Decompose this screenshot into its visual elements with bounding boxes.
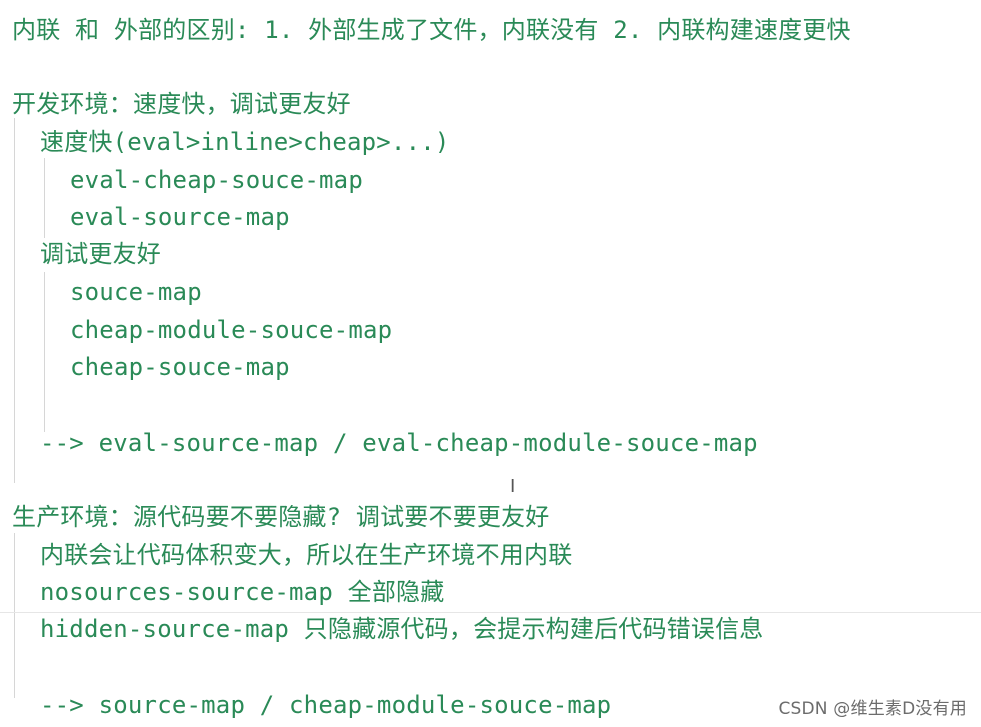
code-line: 速度快(eval>inline>cheap>...) <box>40 128 450 156</box>
code-line: --> source-map / cheap-module-souce-map <box>40 691 612 719</box>
code-line: 生产环境：源代码要不要隐藏? 调试要不要更友好 <box>12 503 550 531</box>
code-line: cheap-souce-map <box>70 353 290 381</box>
indent-guide <box>44 158 45 238</box>
code-line: 调试更友好 <box>40 240 161 268</box>
indent-guide <box>14 118 15 483</box>
text-cursor-icon: I <box>510 476 516 497</box>
indent-guide <box>14 533 15 698</box>
code-line: 开发环境：速度快，调试更友好 <box>12 90 351 118</box>
code-line: eval-source-map <box>70 203 290 231</box>
code-line: 内联 和 外部的区别: 1. 外部生成了文件，内联没有 2. 内联构建速度更快 <box>12 16 851 44</box>
indent-guide <box>44 272 45 432</box>
code-line: 内联会让代码体积变大，所以在生产环境不用内联 <box>40 541 573 569</box>
watermark: CSDN @维生素D没有用 <box>778 699 967 719</box>
code-line: souce-map <box>70 278 202 306</box>
code-line: cheap-module-souce-map <box>70 316 393 344</box>
line-separator <box>0 612 981 613</box>
code-line: --> eval-source-map / eval-cheap-module-… <box>40 429 758 457</box>
code-line: hidden-source-map 只隐藏源代码，会提示构建后代码错误信息 <box>40 615 764 643</box>
code-line: eval-cheap-souce-map <box>70 166 363 194</box>
code-line: nosources-source-map 全部隐藏 <box>40 578 445 606</box>
